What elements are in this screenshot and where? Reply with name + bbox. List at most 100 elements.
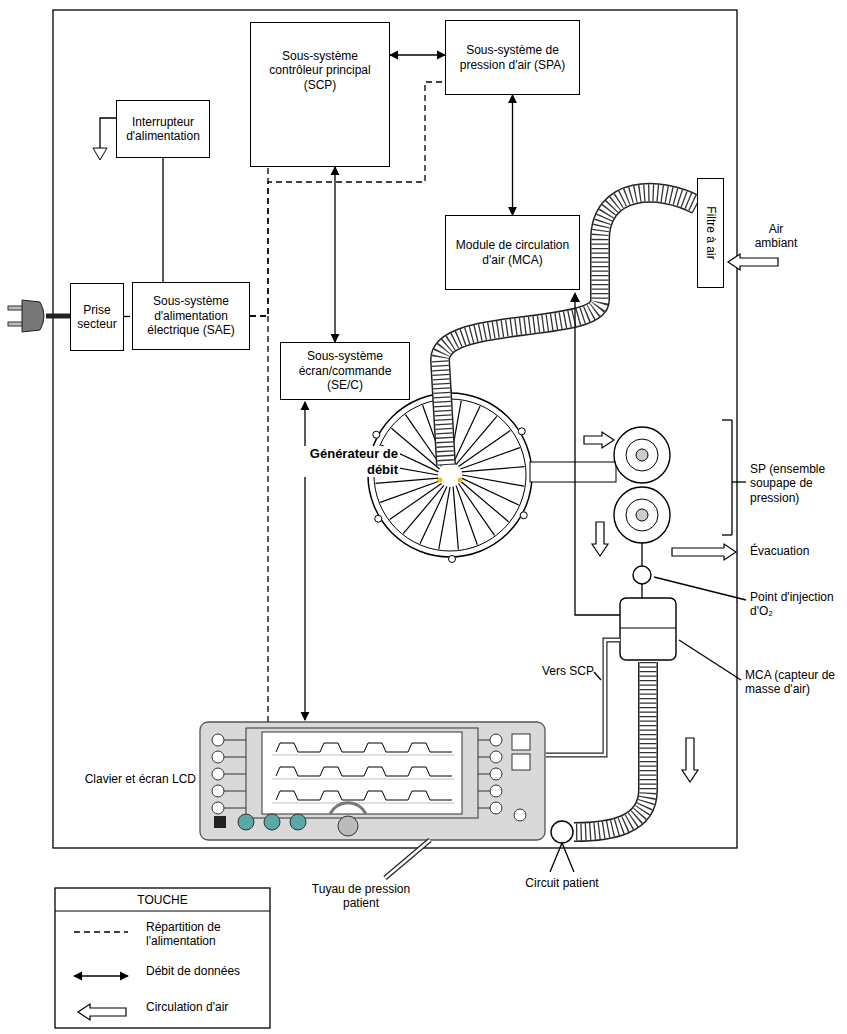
mass-air-sensor — [620, 598, 676, 660]
softkey-lead — [224, 740, 246, 741]
softkey — [490, 768, 502, 780]
node-label: Sous-système contrôleur principal (SCP) — [257, 49, 383, 92]
legend-sample — [66, 920, 136, 944]
softkey-lead — [224, 774, 246, 775]
control-knob — [338, 816, 358, 836]
callout-label: Vers SCP — [534, 664, 594, 678]
bolt — [520, 512, 527, 519]
connector-arrow — [550, 843, 574, 872]
o2-injection-point — [633, 566, 651, 584]
softkey — [490, 785, 502, 797]
valve-core — [626, 499, 658, 531]
data-link — [334, 167, 335, 342]
node-label: Module de circulation d'air (MCA) — [452, 238, 573, 267]
softkey-lead — [478, 808, 490, 809]
sensor-body — [620, 598, 676, 660]
hub-dot — [458, 478, 463, 483]
node-label: Sous-système de pression d'air (SPA) — [452, 43, 573, 72]
hose-outline — [440, 193, 697, 465]
impeller-blade — [403, 485, 444, 533]
valve-bracket — [731, 420, 732, 535]
waveform-axis — [272, 803, 455, 804]
ground-triangle — [93, 148, 107, 160]
signal-line — [575, 296, 620, 615]
impeller-blade — [439, 487, 450, 549]
part-label: Clavier et écran LCD — [72, 772, 196, 786]
exhaust-arrow — [672, 544, 736, 560]
switch-lead — [100, 118, 116, 148]
part-label: MCA (capteur de masse d'air) — [745, 668, 843, 697]
softkey — [212, 768, 224, 780]
legend-text: Débit de données — [146, 964, 264, 978]
subsystem-box: Module de circulation d'air (MCA) — [445, 215, 580, 290]
outlet-duct — [530, 462, 616, 482]
node-label: Sous-système écran/commande (SE/C) — [287, 349, 403, 392]
valve-core — [626, 439, 658, 471]
waveform — [276, 743, 452, 752]
callout-label: Évacuation — [750, 544, 842, 558]
legend-text: Répartition de l'alimentation — [146, 920, 264, 949]
softkey-lead — [478, 757, 490, 758]
lcd-frame — [246, 728, 478, 818]
patient-connector — [551, 821, 573, 843]
hose-fill — [440, 193, 697, 465]
tube-fill — [546, 640, 620, 755]
valve-body — [614, 427, 670, 483]
function-key — [238, 814, 254, 830]
part-label: SP (ensemble soupape de pression) — [750, 462, 842, 505]
plug-prong — [8, 322, 22, 326]
knob-arc — [330, 803, 366, 814]
impeller-blade — [462, 475, 524, 486]
legend-dash — [74, 931, 128, 932]
impeller-blade — [380, 481, 439, 502]
plug-body — [22, 300, 44, 332]
waveform-axis — [272, 779, 455, 780]
subsystem-box: Sous-système d'alimentation électrique (… — [132, 282, 250, 350]
subsystem-box: Sous-système écran/commande (SE/C) — [280, 342, 410, 400]
data-link — [512, 95, 513, 215]
node-label: Sous-système d'alimentation électrique (… — [139, 294, 243, 337]
patient-pressure-tube — [385, 840, 430, 878]
legend-entry: Circulation d'air — [62, 998, 267, 1030]
waveform-axis — [272, 755, 455, 756]
impeller-blade — [456, 416, 497, 464]
subsystem-box: Prise secteur — [70, 283, 124, 351]
impeller-blade — [390, 483, 442, 519]
hub-dot — [438, 478, 443, 483]
part-label: Point d'injection d'O₂ — [750, 590, 842, 619]
impeller-blade — [458, 430, 510, 466]
tube-outline — [385, 840, 430, 878]
pressure-valve-assembly — [614, 427, 670, 543]
waveform — [276, 767, 452, 776]
power-line — [267, 316, 268, 722]
function-key — [290, 814, 306, 830]
leader-line — [594, 672, 601, 680]
icon-key — [512, 734, 530, 750]
subsystem-box: Interrupteur d'alimentation — [116, 100, 210, 158]
filter-box: Filtre à air — [697, 178, 724, 288]
plug-cable — [46, 314, 70, 319]
power-line — [124, 316, 132, 317]
leader-line — [679, 640, 741, 680]
inlet-hose — [440, 193, 697, 465]
legend-entry: Répartition de l'alimentation — [62, 918, 267, 950]
softkey — [490, 751, 502, 763]
subsystem-box: Sous-système de pression d'air (SPA) — [445, 20, 580, 95]
hose-outline — [574, 662, 648, 832]
valve-body — [614, 487, 670, 543]
hose-ribs — [440, 193, 697, 465]
impeller-blade — [462, 467, 525, 472]
impeller-blade — [460, 448, 519, 469]
impeller-blade — [453, 487, 458, 550]
softkey-lead — [478, 791, 490, 792]
legend-title: TOUCHE — [55, 893, 270, 907]
valve-bracket — [722, 419, 732, 420]
patient-hose — [574, 662, 648, 832]
arrowhead — [570, 292, 580, 302]
leader-line — [654, 577, 746, 600]
legend-text: Circulation d'air — [146, 1000, 264, 1014]
airflow-arrow — [728, 254, 778, 270]
power-plug — [8, 300, 70, 332]
softkey-lead — [478, 774, 490, 775]
